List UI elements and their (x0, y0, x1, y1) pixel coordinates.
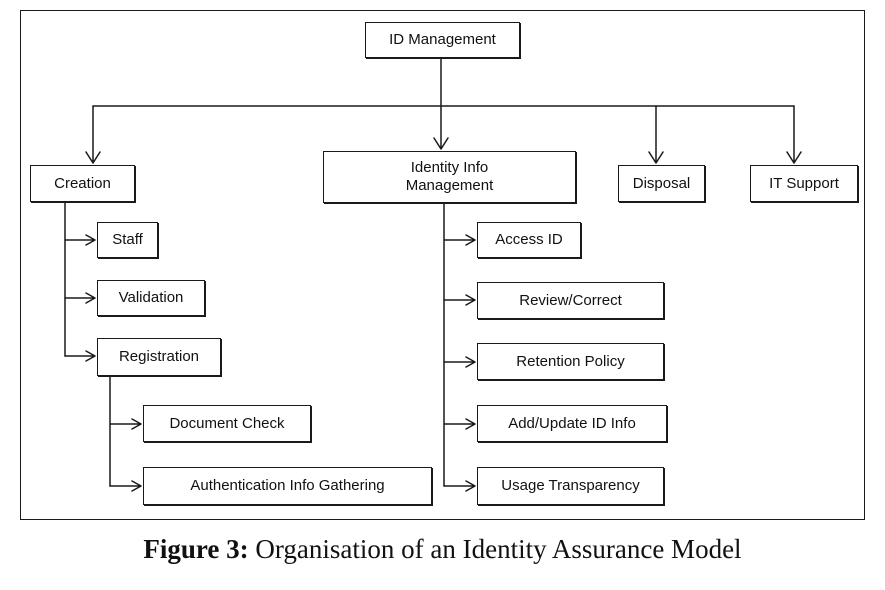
node-creation: Creation (30, 165, 135, 202)
node-identity-info-management: Identity Info Management (323, 151, 576, 203)
node-document-check: Document Check (143, 405, 311, 442)
node-validation: Validation (97, 280, 205, 316)
node-authentication-info-gathering: Authentication Info Gathering (143, 467, 432, 505)
figure-caption-number: Figure 3: (143, 534, 249, 564)
node-disposal: Disposal (618, 165, 705, 202)
arrow-usage (443, 480, 476, 492)
node-usage-transparency: Usage Transparency (477, 467, 664, 505)
drop-disposal (648, 105, 664, 164)
figure-caption: Figure 3: Organisation of an Identity As… (0, 534, 885, 565)
arrow-document-check (109, 418, 142, 430)
node-it-support: IT Support (750, 165, 858, 202)
node-review-correct: Review/Correct (477, 282, 664, 319)
arrow-auth-info (109, 480, 142, 492)
arrow-staff (64, 234, 96, 246)
arrow-access-id (443, 234, 476, 246)
figure-caption-text: Organisation of an Identity Assurance Mo… (248, 534, 742, 564)
drop-it-support (786, 105, 802, 164)
node-staff: Staff (97, 222, 158, 258)
arrow-registration (64, 350, 96, 362)
node-add-update-id-info: Add/Update ID Info (477, 405, 667, 442)
arrow-review (443, 294, 476, 306)
arrow-validation (64, 292, 96, 304)
drop-creation (85, 105, 101, 164)
node-access-id: Access ID (477, 222, 581, 258)
node-registration: Registration (97, 338, 221, 376)
arrow-add-update (443, 418, 476, 430)
node-id-management: ID Management (365, 22, 520, 58)
node-retention-policy: Retention Policy (477, 343, 664, 380)
drop-identity-info (433, 105, 449, 150)
arrow-retention (443, 356, 476, 368)
